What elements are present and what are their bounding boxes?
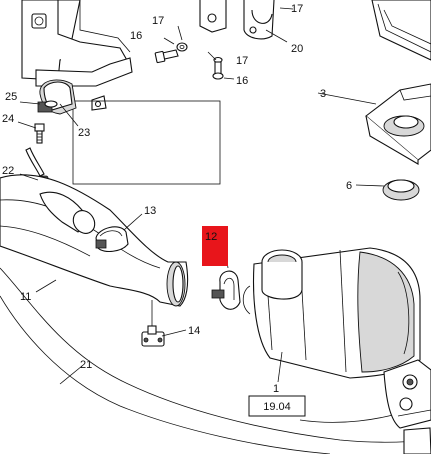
callout-3: 3 — [320, 88, 326, 100]
air-box-cover-3 — [365, 0, 431, 165]
reference-box-label: 19.04 — [263, 401, 291, 413]
reference-box-frame — [248, 395, 306, 417]
callout-22: 22 — [2, 165, 14, 177]
bracket-outline-box — [72, 100, 221, 185]
callout-16-upper: 16 — [130, 30, 142, 42]
callout-14: 14 — [188, 325, 200, 337]
callout-16-lower: 16 — [236, 75, 248, 87]
callout-17-middle: 17 — [236, 55, 248, 67]
callout-12-highlight[interactable]: 12 — [202, 226, 228, 266]
callout-25: 25 — [5, 91, 17, 103]
callout-6: 6 — [346, 180, 352, 192]
air-filter-assembly-1 — [242, 247, 421, 379]
reference-box[interactable]: 19.04 — [248, 395, 306, 417]
intake-hose-11 — [0, 174, 189, 307]
hose-clamp-13 — [95, 226, 129, 253]
mounting-hardware-lower-right — [383, 359, 431, 454]
duct-elbow — [39, 191, 96, 234]
bolt-16-upper — [154, 42, 188, 64]
callout-17-upper-left: 17 — [152, 15, 164, 27]
mounting-bracket — [21, 0, 133, 111]
bolt-16-lower — [212, 56, 224, 80]
callout-13: 13 — [144, 205, 156, 217]
callout-1: 1 — [273, 383, 279, 395]
highlight-box — [202, 226, 228, 266]
callout-20: 20 — [291, 43, 303, 55]
washer-25 — [44, 100, 58, 108]
bolt-24 — [34, 123, 45, 144]
callout-23: 23 — [78, 127, 90, 139]
callout-12: 12 — [205, 231, 217, 243]
hose-clamp-12 — [211, 270, 241, 310]
seal-ring-6 — [382, 179, 420, 201]
callout-17-upper-right: 17 — [291, 3, 303, 15]
pipe-clamp-upper — [37, 79, 77, 115]
callout-24: 24 — [2, 113, 14, 125]
callout-11: 11 — [20, 291, 31, 303]
clip-bracket-20 — [199, 0, 275, 40]
bracket-14 — [141, 300, 165, 347]
callout-21: 21 — [80, 359, 92, 371]
